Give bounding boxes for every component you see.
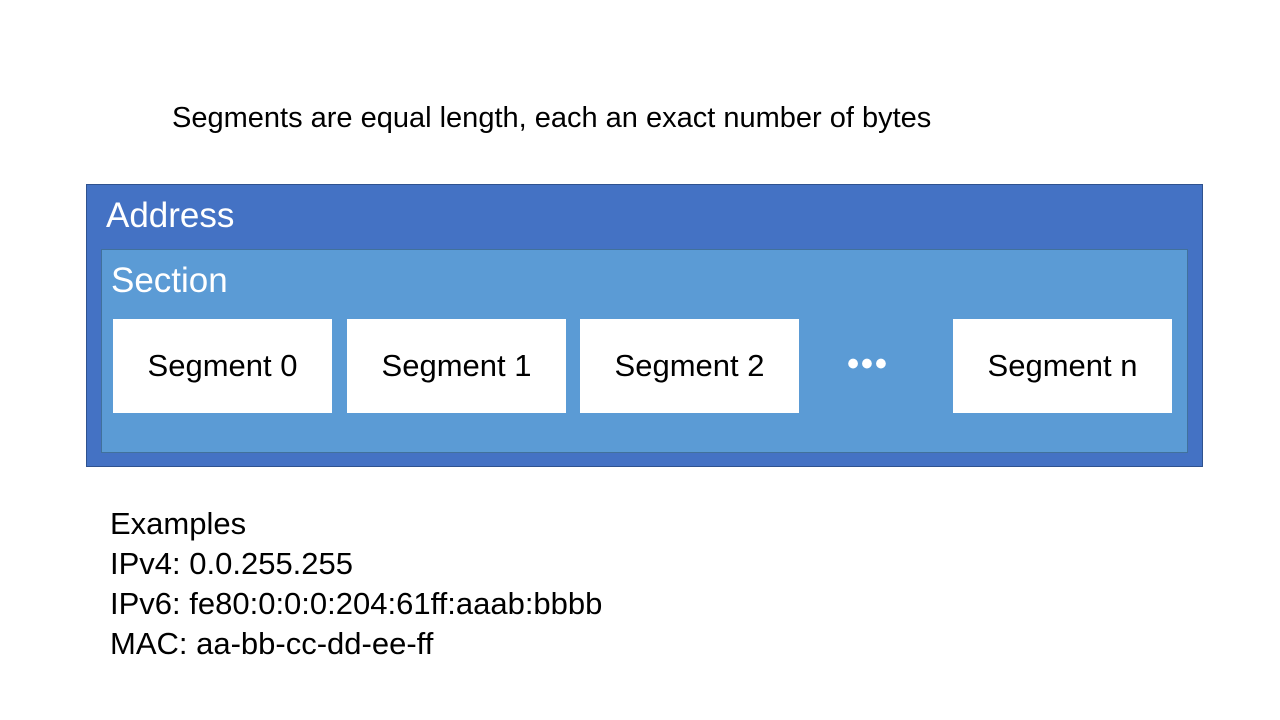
section-label: Section bbox=[111, 261, 228, 300]
address-label: Address bbox=[106, 196, 235, 235]
segment-box-n: Segment n bbox=[953, 319, 1172, 413]
section-box: Section Segment 0 Segment 1 Segment 2 ••… bbox=[101, 249, 1188, 453]
example-mac: MAC: aa-bb-cc-dd-ee-ff bbox=[110, 626, 434, 661]
example-ipv4: IPv4: 0.0.255.255 bbox=[110, 546, 354, 581]
segment-box-1: Segment 1 bbox=[347, 319, 566, 413]
segment-box-0: Segment 0 bbox=[113, 319, 332, 413]
example-ipv6: IPv6: fe80:0:0:0:204:61ff:aaab:bbbb bbox=[110, 586, 603, 621]
segment-box-2: Segment 2 bbox=[580, 319, 799, 413]
examples-heading: Examples bbox=[110, 506, 247, 541]
examples-block: Examples IPv4: 0.0.255.255 IPv6: fe80:0:… bbox=[110, 504, 602, 664]
ellipsis-icon: ••• bbox=[847, 344, 889, 383]
diagram-caption: Segments are equal length, each an exact… bbox=[172, 102, 932, 134]
address-box: Address Section Segment 0 Segment 1 Segm… bbox=[86, 184, 1203, 467]
